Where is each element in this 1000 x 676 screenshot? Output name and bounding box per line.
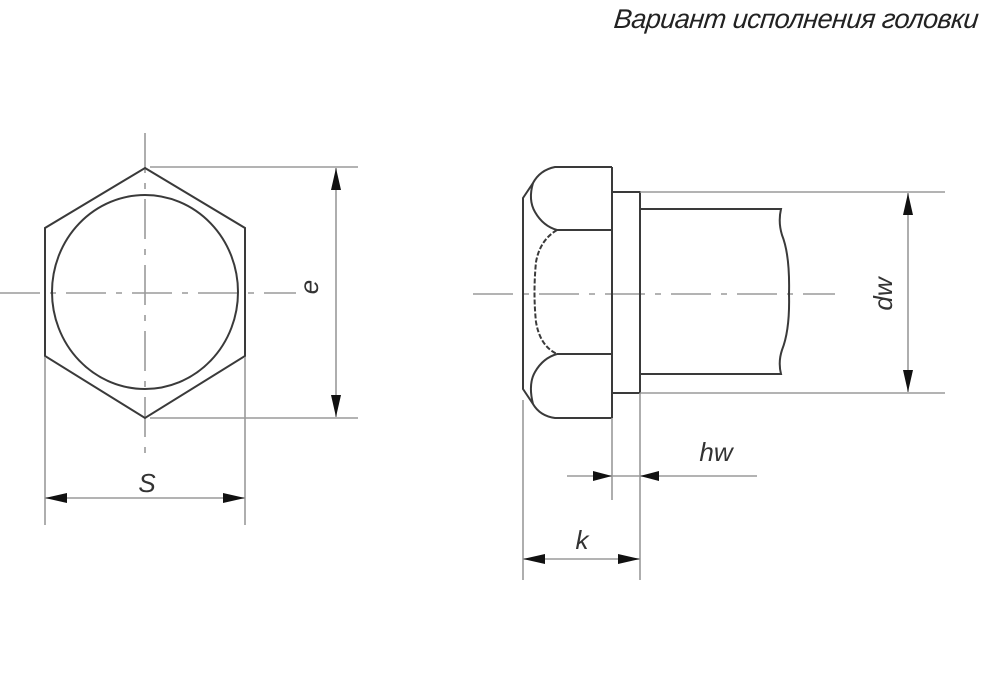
dimension-label-hw: hw <box>699 437 734 467</box>
shank-with-break-line <box>640 208 791 375</box>
chamfer-arc-top <box>529 182 558 231</box>
dimension-label-e: e <box>294 280 324 294</box>
chamfer-arc-bottom <box>529 353 558 405</box>
bearing-circle <box>51 194 239 390</box>
dimension-label-s: S <box>138 468 156 498</box>
flange-washer <box>611 191 641 394</box>
head-profile <box>522 166 612 419</box>
hexagon-outline <box>44 166 246 420</box>
dimension-e: e <box>150 166 358 419</box>
side-view: dw hw k <box>473 166 945 580</box>
chamfer-arc-middle <box>533 229 558 355</box>
dimension-label-dw: dw <box>868 275 898 310</box>
dimension-k: k <box>522 400 640 580</box>
dimension-s: S <box>44 357 246 525</box>
dimension-label-k: k <box>576 525 591 555</box>
dimension-hw: hw <box>567 393 757 580</box>
top-view: e S <box>0 133 358 525</box>
dimension-dw: dw <box>640 191 945 394</box>
